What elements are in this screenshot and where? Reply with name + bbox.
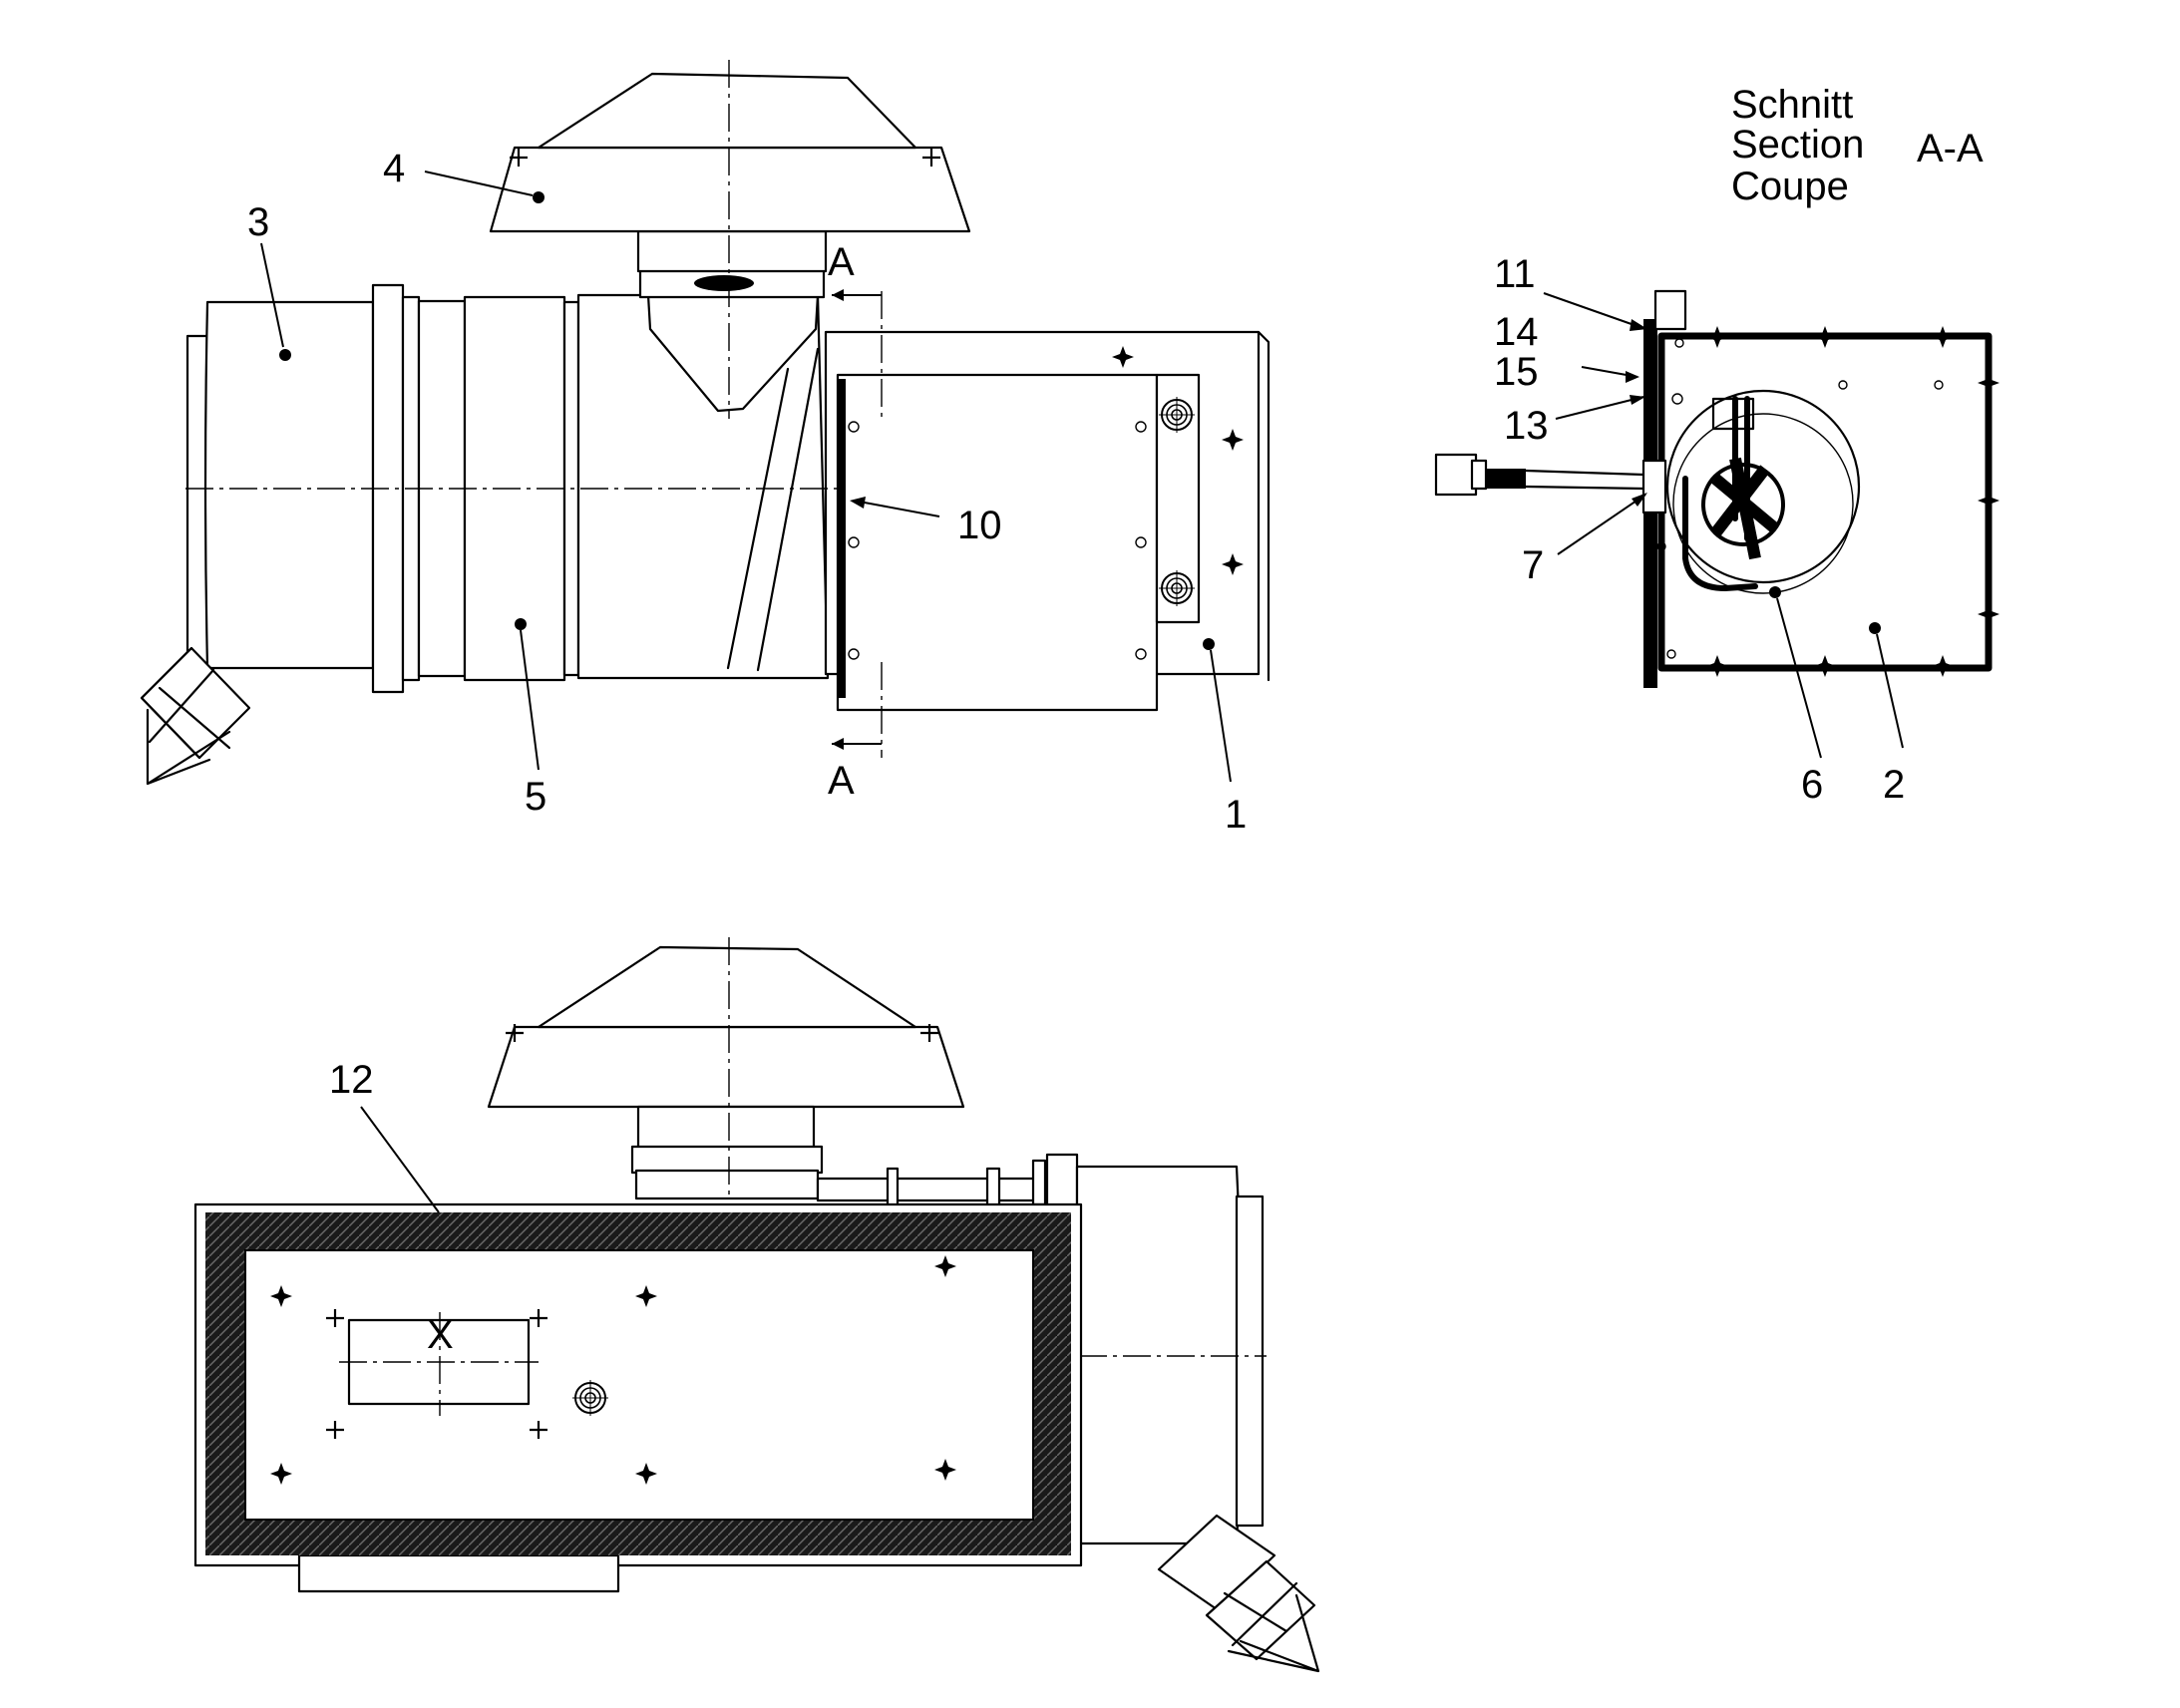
callout-15: 15 xyxy=(1494,350,1539,394)
callout-5: 5 xyxy=(525,775,546,819)
section-title-line1: Schnitt xyxy=(1731,83,1853,127)
rain-cap xyxy=(489,146,971,233)
callout-6: 6 xyxy=(1801,763,1823,807)
top-view xyxy=(193,937,1320,1673)
callout-2: 2 xyxy=(1883,763,1905,807)
callout-10: 10 xyxy=(957,504,1002,547)
section-view xyxy=(1434,289,1999,688)
callout-7: 7 xyxy=(1522,543,1544,587)
section-marker-top: A xyxy=(828,240,855,284)
section-title-line2: Section xyxy=(1731,123,1864,167)
heating-element-panel xyxy=(836,373,1159,712)
section-marker-bottom: A xyxy=(828,759,855,803)
callout-13: 13 xyxy=(1504,404,1549,448)
callout-11: 11 xyxy=(1494,252,1536,296)
callout-4: 4 xyxy=(383,147,405,190)
side-view xyxy=(140,60,1271,786)
callout-1: 1 xyxy=(1225,793,1247,837)
view-mark-x: X xyxy=(427,1313,454,1357)
callout-14: 14 xyxy=(1494,310,1539,354)
callout-12: 12 xyxy=(329,1058,374,1102)
section-title-line3: Coupe xyxy=(1731,165,1849,208)
section-title-id: A-A xyxy=(1917,127,1984,171)
callout-3: 3 xyxy=(247,200,269,244)
